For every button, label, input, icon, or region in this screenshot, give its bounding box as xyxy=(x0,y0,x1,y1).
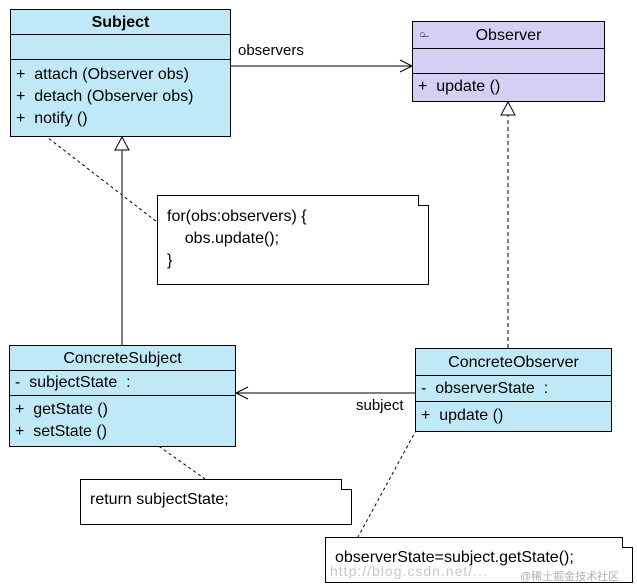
association-subject-label: subject xyxy=(356,397,404,414)
observer-attributes-section xyxy=(413,49,604,74)
association-subject-arrowhead xyxy=(234,386,249,400)
concrete-subject-method-getstate: + getState () xyxy=(15,401,108,418)
subject-attributes-section xyxy=(11,35,230,60)
concrete-observer-attributes-section: - observerState : xyxy=(416,376,611,402)
observer-methods-section: + update () xyxy=(413,74,604,100)
interface-icon: ○̶ xyxy=(419,29,426,41)
observer-interface-name: Observer xyxy=(475,27,542,44)
concrete-subject-class-name: ConcreteSubject xyxy=(10,346,235,371)
watermark-logo-text: @稀土掘金技术社区 xyxy=(520,571,620,583)
note-notify-anchor xyxy=(29,123,158,223)
note-fold-corner xyxy=(622,537,633,548)
note-update-line: observerState=subject.getState(); xyxy=(335,549,574,566)
concrete-subject-methods-section: + getState () + setState () xyxy=(10,396,235,443)
generalization-subject-arrowhead xyxy=(114,135,130,151)
subject-method-attach: + attach (Observer obs) xyxy=(16,66,189,83)
watermark-text: http://blog.csdn.net/... xyxy=(330,563,488,579)
concrete-observer-class-name: ConcreteObserver xyxy=(416,349,611,376)
concrete-observer-method-update: + update () xyxy=(421,407,504,424)
concrete-subject-attributes-section: - subjectState : xyxy=(10,371,235,396)
concrete-observer-class[interactable]: ConcreteObserver - observerState : + upd… xyxy=(415,348,612,432)
note-notify-impl[interactable]: for(obs:observers) { obs.update(); } xyxy=(157,195,429,285)
observer-interface-name-row: ○̶ Observer xyxy=(413,22,604,49)
subject-class-name: Subject xyxy=(11,10,230,35)
note-getstate-line: return subjectState; xyxy=(90,491,229,508)
subject-method-detach: + detach (Observer obs) xyxy=(16,88,194,105)
concrete-observer-methods-section: + update () xyxy=(416,402,611,430)
note-update-anchor xyxy=(357,413,426,538)
concrete-subject-method-setstate: + setState () xyxy=(15,423,108,440)
note-fold-corner xyxy=(341,479,352,490)
concrete-subject-class[interactable]: ConcreteSubject - subjectState : + getSt… xyxy=(9,345,236,447)
subject-methods-section: + attach (Observer obs) + detach (Observ… xyxy=(11,60,230,130)
note-fold-corner xyxy=(418,195,429,206)
concrete-subject-attr-state: - subjectState : xyxy=(15,374,131,391)
subject-method-notify: + notify () xyxy=(16,110,88,127)
note-notify-line: for(obs:observers) { xyxy=(167,208,307,225)
note-getstate-impl[interactable]: return subjectState; xyxy=(80,479,352,525)
subject-class[interactable]: Subject + attach (Observer obs) + detach… xyxy=(10,9,231,137)
observer-interface[interactable]: ○̶ Observer + update () xyxy=(412,21,605,102)
realization-observer-arrowhead xyxy=(500,100,516,116)
association-observers-label: observers xyxy=(238,42,304,59)
note-notify-line: obs.update(); xyxy=(167,230,280,247)
observer-method-update: + update () xyxy=(418,78,501,95)
note-notify-line: } xyxy=(167,252,173,269)
note-update-impl[interactable]: observerState=subject.getState(); xyxy=(325,537,633,583)
concrete-observer-attr-state: - observerState : xyxy=(421,380,549,397)
